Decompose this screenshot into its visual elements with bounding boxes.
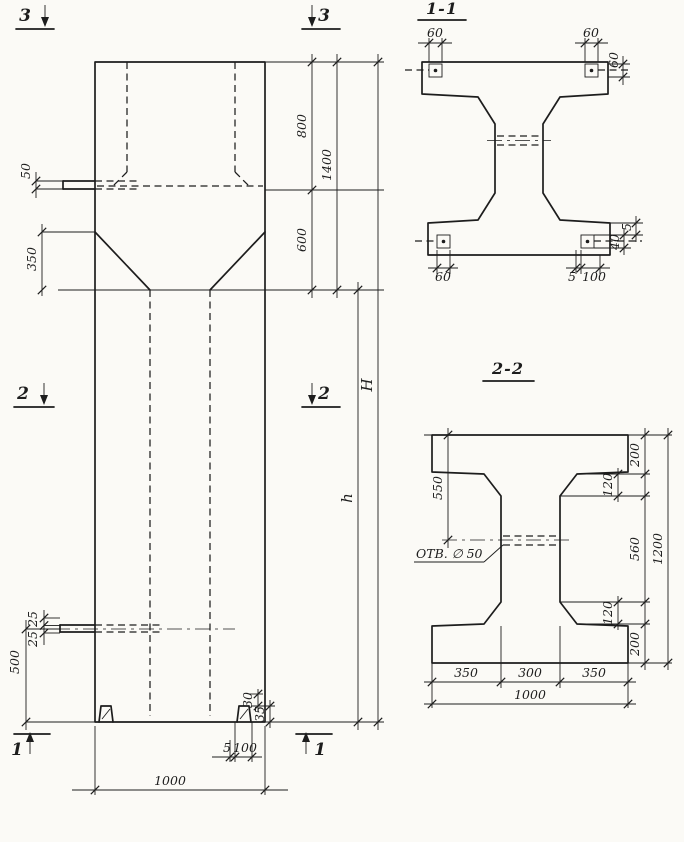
arrow-down-icon <box>308 17 316 27</box>
dim-200-top: 200 <box>627 443 642 468</box>
column-taper <box>94 231 266 716</box>
dim-60-right: 60 <box>606 52 621 68</box>
hole-label: ОТВ. ∅ 50 <box>416 546 483 561</box>
dim-1000-bottom: 1000 <box>514 687 546 702</box>
dim-5-bottom: 5 <box>568 269 576 284</box>
dim-120-bottom: 120 <box>600 601 615 625</box>
section-2-label-right: 2 <box>317 384 330 404</box>
section-1-label-right: 1 <box>314 740 326 760</box>
section-1-1-outline <box>421 61 611 256</box>
dim-25-bottom: 25 <box>25 631 40 648</box>
section-2-2-dimension-lines <box>424 428 669 705</box>
dim-H: H <box>358 378 376 393</box>
dim-1000: 1000 <box>154 773 186 788</box>
dim-100: 100 <box>233 740 257 755</box>
elevation-view: 800 1400 600 H h 50 350 25 25 500 1000 5… <box>7 5 384 795</box>
dim-500: 500 <box>7 650 22 674</box>
dim-40-right: 40 <box>607 234 622 251</box>
section-marker-2-right: 2 <box>301 383 341 408</box>
section-marker-3-left: 3 <box>15 5 55 30</box>
dim-120-top: 120 <box>600 473 615 497</box>
dim-200-bottom: 200 <box>627 632 642 657</box>
section-1-1-dimension-lines <box>418 42 637 269</box>
dim-60-top-right: 60 <box>583 25 599 40</box>
dim-35: 35 <box>252 706 267 722</box>
dim-50: 50 <box>18 163 33 179</box>
dim-100-bottom: 100 <box>582 269 606 284</box>
arrow-down-icon <box>40 395 48 405</box>
dim-5: 5 <box>223 740 231 755</box>
arrow-up-icon <box>26 732 34 742</box>
dim-h: h <box>338 493 356 503</box>
arrow-down-icon <box>41 17 49 27</box>
web-hole-hidden-lines <box>487 135 551 146</box>
corner-anchor-plates <box>405 63 642 249</box>
dim-560: 560 <box>627 537 642 561</box>
section-marker-1-right: 1 <box>295 732 333 760</box>
section-2-2-extension-lines <box>424 434 672 708</box>
dim-60-bottom: 60 <box>435 269 451 284</box>
section-1-1-title: 1-1 <box>426 0 458 18</box>
section-2-2: 2-2 ОТВ. ∅ 50 <box>414 359 673 709</box>
web-hole-2-2 <box>442 535 572 546</box>
dim-350: 350 <box>24 247 39 271</box>
dim-800: 800 <box>294 114 309 138</box>
section-2-label-left: 2 <box>16 384 29 404</box>
hole-callout: ОТВ. ∅ 50 <box>414 544 504 563</box>
dim-350-left: 350 <box>454 665 478 680</box>
dim-600: 600 <box>294 228 309 252</box>
elevation-extension-lines <box>26 61 384 795</box>
dim-1200: 1200 <box>650 533 665 565</box>
section-marker-2-left: 2 <box>13 383 55 408</box>
base-feet <box>98 705 252 723</box>
dim-550: 550 <box>430 476 445 500</box>
lower-embedded-plate <box>55 624 235 633</box>
section-marker-3-right: 3 <box>301 5 341 30</box>
dim-30: 30 <box>240 692 255 708</box>
dim-60-top-left: 60 <box>427 25 443 40</box>
console-plate <box>62 180 140 190</box>
section-3-label-left: 3 <box>19 6 31 26</box>
dim-300: 300 <box>518 665 542 680</box>
column-top-recess-hidden-lines <box>97 62 263 187</box>
arrow-up-icon <box>302 732 310 742</box>
section-2-2-title: 2-2 <box>491 359 524 378</box>
section-marker-1-left: 1 <box>11 732 51 760</box>
arrow-down-icon <box>308 395 316 405</box>
elevation-dimension-lines <box>25 54 379 791</box>
dim-350-right: 350 <box>582 665 606 680</box>
dim-25-top: 25 <box>25 611 40 628</box>
dim-5-right: 5 <box>619 223 634 231</box>
section-1-label-left: 1 <box>11 740 23 760</box>
section-3-label-right: 3 <box>318 6 330 26</box>
dim-1400: 1400 <box>319 149 334 181</box>
section-1-1: 1-1 <box>405 0 643 284</box>
